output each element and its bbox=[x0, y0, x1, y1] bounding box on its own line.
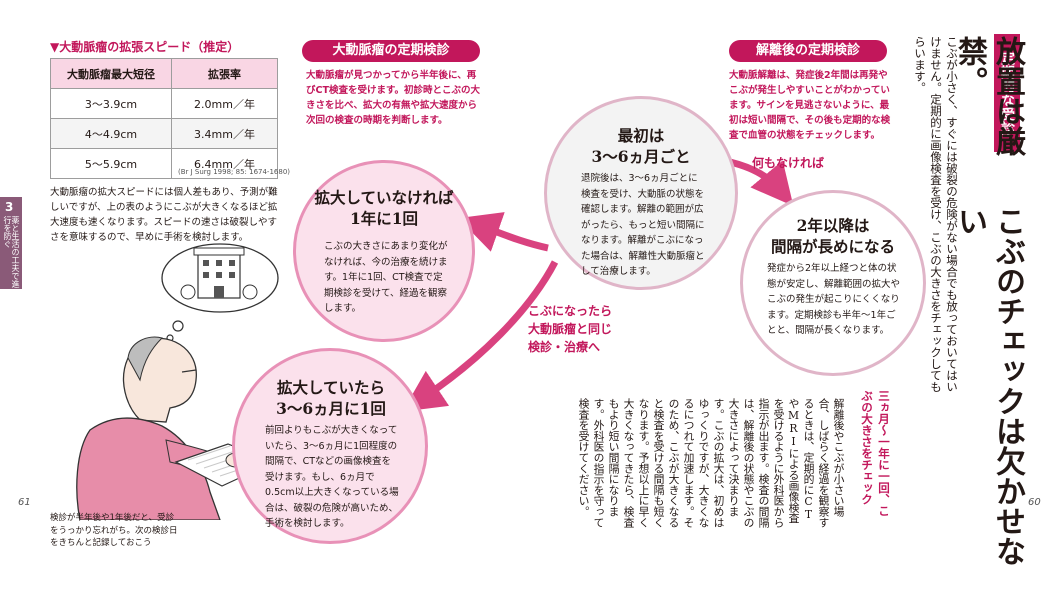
left-paragraph: 大動脈瘤の拡大スピードには個人差もあり、予測が難しいですが、上の表のようにこぶが… bbox=[50, 187, 278, 243]
expansion-rate-table: 大動脈瘤最大短径 拡張率 3～3.9cm 2.0mm／年 4～4.9cm 3.4… bbox=[50, 58, 278, 179]
side-tab-number: 3 bbox=[5, 200, 14, 214]
arrow-label-if-nothing: 何もなければ bbox=[752, 156, 825, 170]
regular-check-text: 大動脈瘤が見つかってから半年後に、再びCT検査を受けます。初診時とこぶの大きさを… bbox=[306, 70, 481, 126]
illustration-caption: 検診が半年後や1年後だと、受診をうっかり忘れがち。次の検診日をきちんと記録してお… bbox=[50, 513, 178, 548]
circle-growth: 拡大していたら 3～6ヵ月に1回 前回よりもこぶが大きくなっていたら、3～6ヵ月… bbox=[232, 348, 428, 544]
chapter-side-tab bbox=[0, 197, 22, 289]
table-cell: 6.4mm／年 bbox=[171, 148, 278, 179]
circle-no-growth-body: こぶの大きさにあまり変化がなければ、今の治療を続けます。1年に1回、CT検査で定… bbox=[324, 241, 448, 314]
circle-no-growth: 拡大していなければ 1年に1回 こぶの大きさにあまり変化がなければ、今の治療を続… bbox=[293, 160, 475, 342]
lead-text: こぶが小さく、すぐには破裂の危険がない場合でも放っておいてはいけません。定期的に… bbox=[913, 36, 959, 393]
arrow-label-if-aneurysm: こぶになったら 大動脈瘤と同じ 検診・治療へ bbox=[528, 304, 613, 354]
table-title: ▼大動脈瘤の拡張スピード（推定） bbox=[50, 40, 240, 54]
regular-check-title: 大動脈瘤の定期検診 bbox=[302, 40, 480, 62]
page-number-right: 60 bbox=[1028, 497, 1041, 508]
table-header-rate: 拡張率 bbox=[171, 58, 278, 89]
headline-tag: 定期的な受診 bbox=[994, 34, 1020, 152]
circle-growth-body: 前回よりもこぶが大きくなっていたら、3～6ヵ月に1回程度の間隔で、CTなどの画像… bbox=[265, 425, 399, 529]
table-cell: 3～3.9cm bbox=[50, 88, 172, 119]
circle-after-two-title: 2年以降は 間隔が長めになる bbox=[770, 216, 895, 256]
circle-first-body: 退院後は、3～6ヵ月ごとに検査を受け、大動脈の状態を確認します。解離の範囲が広が… bbox=[581, 173, 705, 277]
post-dissection-text: 大動脈解離は、発症後2年間は再発やこぶが発生しやすいことがわかっています。サイン… bbox=[729, 70, 891, 141]
circle-first-title: 最初は 3～6ヵ月ごと bbox=[591, 126, 691, 166]
circle-after-two-body: 発症から2年以上経つと体の状態が安定し、解離範囲の拡大やこぶの発生が起こりにくく… bbox=[767, 263, 901, 336]
side-tab-text: 薬と生活の工夫で進行を防ぐ bbox=[3, 216, 20, 288]
post-dissection-title: 解離後の定期検診 bbox=[729, 40, 887, 62]
hospital-icon bbox=[180, 247, 258, 300]
headline-primary: 放置は厳禁。 bbox=[952, 36, 1025, 156]
table-cell: 4～4.9cm bbox=[50, 118, 172, 149]
table-source: (Br J Surg 1998; 85: 1674-1680) bbox=[178, 168, 291, 176]
page-number-left: 61 bbox=[18, 497, 31, 508]
circle-growth-title: 拡大していたら 3～6ヵ月に1回 bbox=[276, 378, 386, 418]
table-cell: 5～5.9cm bbox=[50, 148, 172, 179]
circle-first: 最初は 3～6ヵ月ごと 退院後は、3～6ヵ月ごとに検査を受け、大動脈の状態を確認… bbox=[544, 96, 738, 290]
body-text: 解離後やこぶが小さい場合、しばらく経過を観察するときは、定期的にCTやMRIによ… bbox=[577, 398, 845, 528]
headline-secondary: こぶのチェックは欠かせない bbox=[952, 206, 1025, 566]
circle-after-two-years: 2年以降は 間隔が長めになる 発症から2年以上経つと体の状態が安定し、解離範囲の… bbox=[740, 190, 926, 376]
table-cell: 2.0mm／年 bbox=[171, 88, 278, 119]
circle-no-growth-title: 拡大していなければ 1年に1回 bbox=[314, 188, 454, 228]
body-subhead: 三ヵ月～一年に一回、こぶの大きさをチェック bbox=[860, 390, 891, 517]
